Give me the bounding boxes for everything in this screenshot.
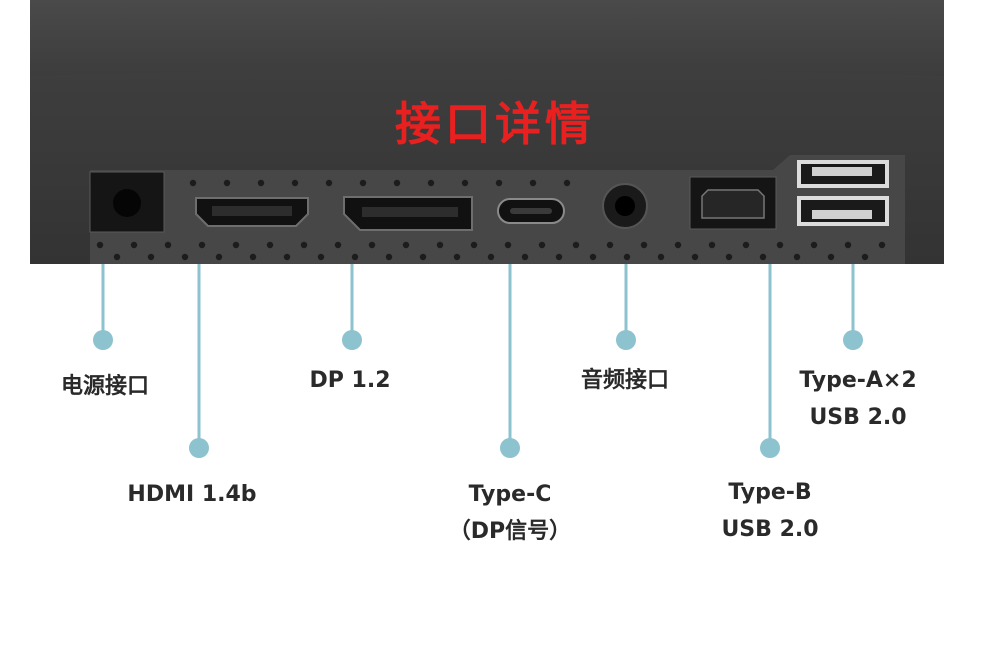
vent-hole: [317, 253, 325, 261]
label-typeb: Type-B USB 2.0: [700, 474, 840, 548]
vent-hole: [725, 253, 733, 261]
label-typea-line: USB 2.0: [809, 405, 907, 430]
vent-hole: [538, 241, 546, 249]
label-audio: 音频接口: [560, 362, 690, 399]
vent-hole: [427, 179, 435, 187]
label-dp: DP 1.2: [290, 362, 410, 399]
leader-dot: [760, 438, 780, 458]
audio-jack-icon: [602, 183, 648, 229]
label-typec: Type-C （DP信号）: [440, 476, 580, 550]
vent-hole: [844, 241, 852, 249]
vent-hole: [291, 179, 299, 187]
vent-hole: [215, 253, 223, 261]
vent-hole: [359, 179, 367, 187]
vent-hole: [232, 241, 240, 249]
vent-hole: [572, 241, 580, 249]
vent-hole: [385, 253, 393, 261]
leader-dot: [342, 330, 362, 350]
vent-hole: [708, 241, 716, 249]
vent-hole: [861, 253, 869, 261]
barrel-jack-icon: [89, 171, 165, 233]
vent-hole: [334, 241, 342, 249]
vent-hole: [495, 179, 503, 187]
displayport-icon: [343, 196, 473, 231]
label-hdmi-line: HDMI 1.4b: [127, 482, 257, 507]
hdmi-port-icon: [195, 197, 309, 227]
vent-hole: [257, 179, 265, 187]
vent-hole: [878, 241, 886, 249]
leader-dot: [616, 330, 636, 350]
vent-hole: [640, 241, 648, 249]
vent-hole: [351, 253, 359, 261]
label-audio-line: 音频接口: [580, 368, 669, 393]
vent-hole: [96, 241, 104, 249]
vent-hole: [521, 253, 529, 261]
vent-hole: [487, 253, 495, 261]
vent-holes: [96, 179, 886, 261]
label-hdmi: HDMI 1.4b: [112, 476, 272, 513]
leader-dot: [500, 438, 520, 458]
vent-hole: [810, 241, 818, 249]
vent-hole: [147, 253, 155, 261]
vent-hole: [249, 253, 257, 261]
label-power-line: 电源接口: [60, 374, 149, 399]
vent-hole: [555, 253, 563, 261]
monitor-housing-top: [30, 0, 944, 78]
usb-a-port-icon: [797, 160, 889, 226]
vent-hole: [742, 241, 750, 249]
vent-hole: [529, 179, 537, 187]
leader-dot: [93, 330, 113, 350]
label-typeb-line: USB 2.0: [721, 517, 819, 542]
vent-hole: [606, 241, 614, 249]
vent-hole: [759, 253, 767, 261]
vent-hole: [461, 179, 469, 187]
vent-hole: [113, 253, 121, 261]
vent-hole: [470, 241, 478, 249]
vent-hole: [504, 241, 512, 249]
label-typea-line: Type-A×2: [799, 368, 917, 393]
vent-hole: [657, 253, 665, 261]
vent-hole: [189, 179, 197, 187]
leader-dot: [843, 330, 863, 350]
page-title: 接口详情: [395, 97, 595, 151]
vent-hole: [402, 241, 410, 249]
vent-hole: [623, 253, 631, 261]
vent-hole: [674, 241, 682, 249]
usb-b-port-icon: [689, 176, 777, 230]
vent-hole: [393, 179, 401, 187]
label-power: 电源接口: [45, 368, 165, 405]
vent-hole: [793, 253, 801, 261]
vent-hole: [419, 253, 427, 261]
leader-lines: [93, 264, 863, 458]
vent-hole: [776, 241, 784, 249]
vent-hole: [130, 241, 138, 249]
vent-hole: [283, 253, 291, 261]
leader-dot: [189, 438, 209, 458]
vent-hole: [325, 179, 333, 187]
vent-hole: [436, 241, 444, 249]
vent-hole: [223, 179, 231, 187]
vent-hole: [589, 253, 597, 261]
vent-hole: [198, 241, 206, 249]
vent-hole: [453, 253, 461, 261]
usb-c-port-icon: [497, 198, 565, 224]
vent-hole: [827, 253, 835, 261]
vent-hole: [266, 241, 274, 249]
vent-hole: [368, 241, 376, 249]
label-dp-line: DP 1.2: [309, 368, 391, 393]
vent-hole: [164, 241, 172, 249]
label-typec-line: Type-C: [468, 482, 552, 507]
vent-hole: [691, 253, 699, 261]
vent-hole: [181, 253, 189, 261]
vent-hole: [563, 179, 571, 187]
label-typeb-line: Type-B: [728, 480, 812, 505]
label-typec-line: （DP信号）: [448, 519, 572, 544]
vent-hole: [300, 241, 308, 249]
